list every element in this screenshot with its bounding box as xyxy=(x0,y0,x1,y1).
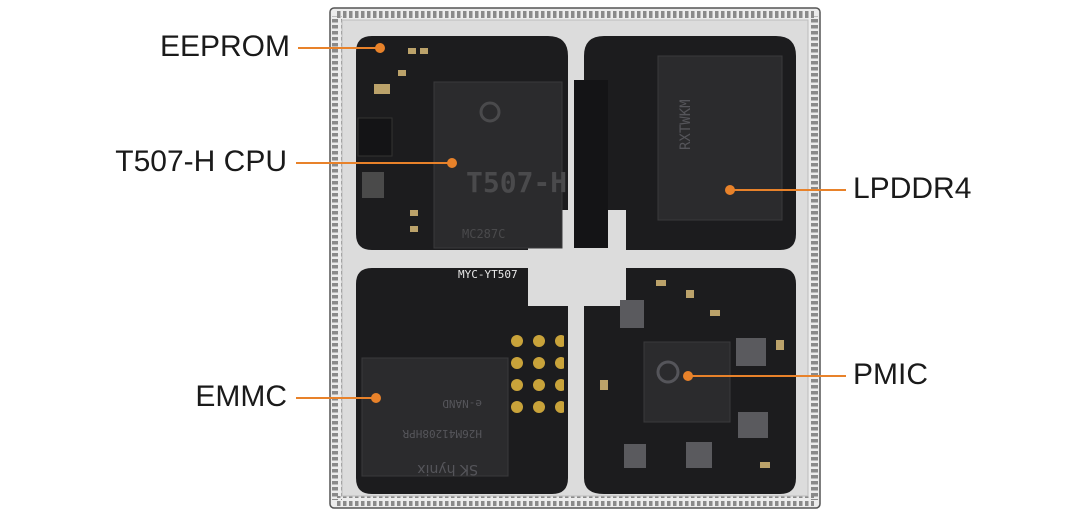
passive-part xyxy=(374,84,390,94)
right-pin-column xyxy=(808,16,818,500)
left-pin-column xyxy=(332,16,342,500)
passive-part xyxy=(710,310,720,316)
pmic-chip xyxy=(643,341,731,423)
emmc-chip xyxy=(361,357,509,477)
inductor xyxy=(620,300,644,328)
passive-part xyxy=(776,340,784,350)
test-pad-array xyxy=(508,330,564,420)
cpu-logo-icon xyxy=(479,101,501,123)
leader-eeprom-dot xyxy=(375,43,385,53)
passive-part xyxy=(398,70,406,76)
passive-part xyxy=(420,48,428,54)
pmic-logo-icon xyxy=(656,360,680,384)
cpu-chip-text: T507-H xyxy=(466,166,567,199)
passive-part xyxy=(600,380,608,390)
inductor xyxy=(624,444,646,468)
inductor xyxy=(736,338,766,366)
lpddr-chip-text: RXTWKM xyxy=(678,99,694,150)
emmc-subtext: e-NAND xyxy=(442,397,482,410)
passive-part xyxy=(686,290,694,298)
board-marking: MYC-YT507 xyxy=(458,268,518,281)
label-pmic: PMIC xyxy=(853,358,928,391)
leader-lpddr-dot xyxy=(725,185,735,195)
leader-cpu-dot xyxy=(447,158,457,168)
leader-lines xyxy=(296,43,846,403)
passive-part xyxy=(408,48,416,54)
label-lpddr4: LPDDR4 xyxy=(853,172,972,205)
top-pin-row xyxy=(336,10,814,20)
emmc-part-number: H26M41208HPR xyxy=(402,427,482,440)
lpddr-chip xyxy=(657,55,783,221)
label-emmc: EMMC xyxy=(195,380,287,413)
emmc-brand: SK hynix xyxy=(417,461,478,477)
cpu-chip-subtext: MC287C xyxy=(462,227,505,241)
passive-part xyxy=(410,226,418,232)
crystal xyxy=(362,172,384,198)
passive-part xyxy=(410,210,418,216)
passive-part xyxy=(574,80,608,248)
inductor xyxy=(738,412,768,438)
leader-emmc-dot xyxy=(371,393,381,403)
label-eeprom: EEPROM xyxy=(159,30,290,63)
label-cpu: T507-H CPU xyxy=(115,145,287,178)
leader-pmic-dot xyxy=(683,371,693,381)
bottom-pin-row xyxy=(336,496,814,506)
passive-part xyxy=(760,462,770,468)
inductor xyxy=(686,442,712,468)
passive-part xyxy=(656,280,666,286)
eeprom-chip xyxy=(357,117,393,157)
